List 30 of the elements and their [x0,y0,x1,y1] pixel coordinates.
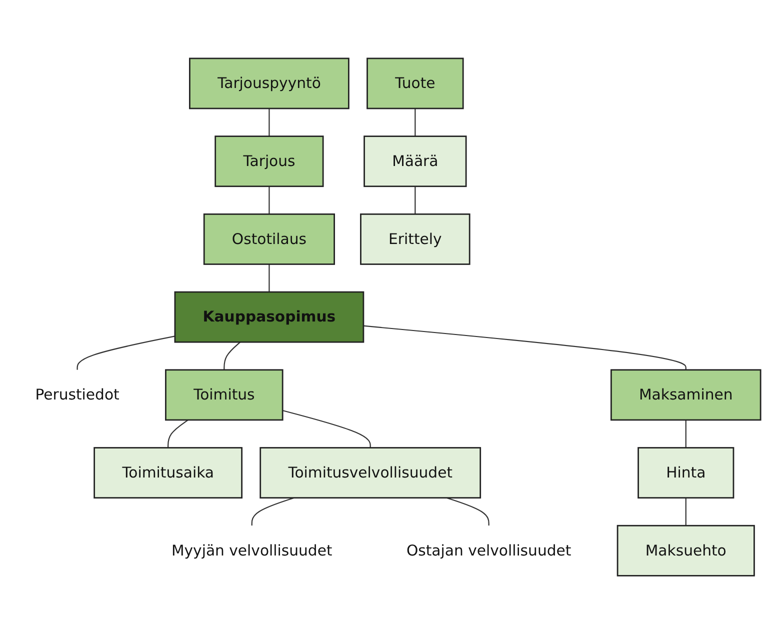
connector [685,420,686,448]
connector [282,410,371,448]
connector [76,336,176,370]
node-text: Perustiedot [35,386,120,404]
node-box: Erittely [360,213,470,265]
node-box: Toimitusvelvollisuudet [260,447,482,498]
node-box: Toimitusaika [94,447,242,498]
node-box: Maksuehto [616,524,755,576]
connector [685,498,686,526]
node-text: Myyjän velvollisuudet [171,541,332,559]
node-box: Määrä [364,136,467,187]
connector [268,108,270,136]
node-box: Hinta [638,447,734,498]
connector [268,264,270,292]
node-box: Tuote [366,58,464,110]
node-box: Ostotilaus [203,213,335,265]
node-box: Kauppasopimus [174,291,364,343]
connector [268,186,270,214]
connector [168,419,188,448]
connector [446,497,490,526]
node-box: Toimitus [165,369,284,421]
node-text: Ostajan velvollisuudet [406,541,572,559]
connector [363,325,686,370]
node-box: Tarjouspyyntö [189,58,350,110]
connector [224,342,241,370]
connector [414,186,416,214]
connector [414,108,416,136]
connector [251,497,294,526]
node-box: Tarjous [214,136,324,187]
node-box: Maksaminen [610,369,762,421]
